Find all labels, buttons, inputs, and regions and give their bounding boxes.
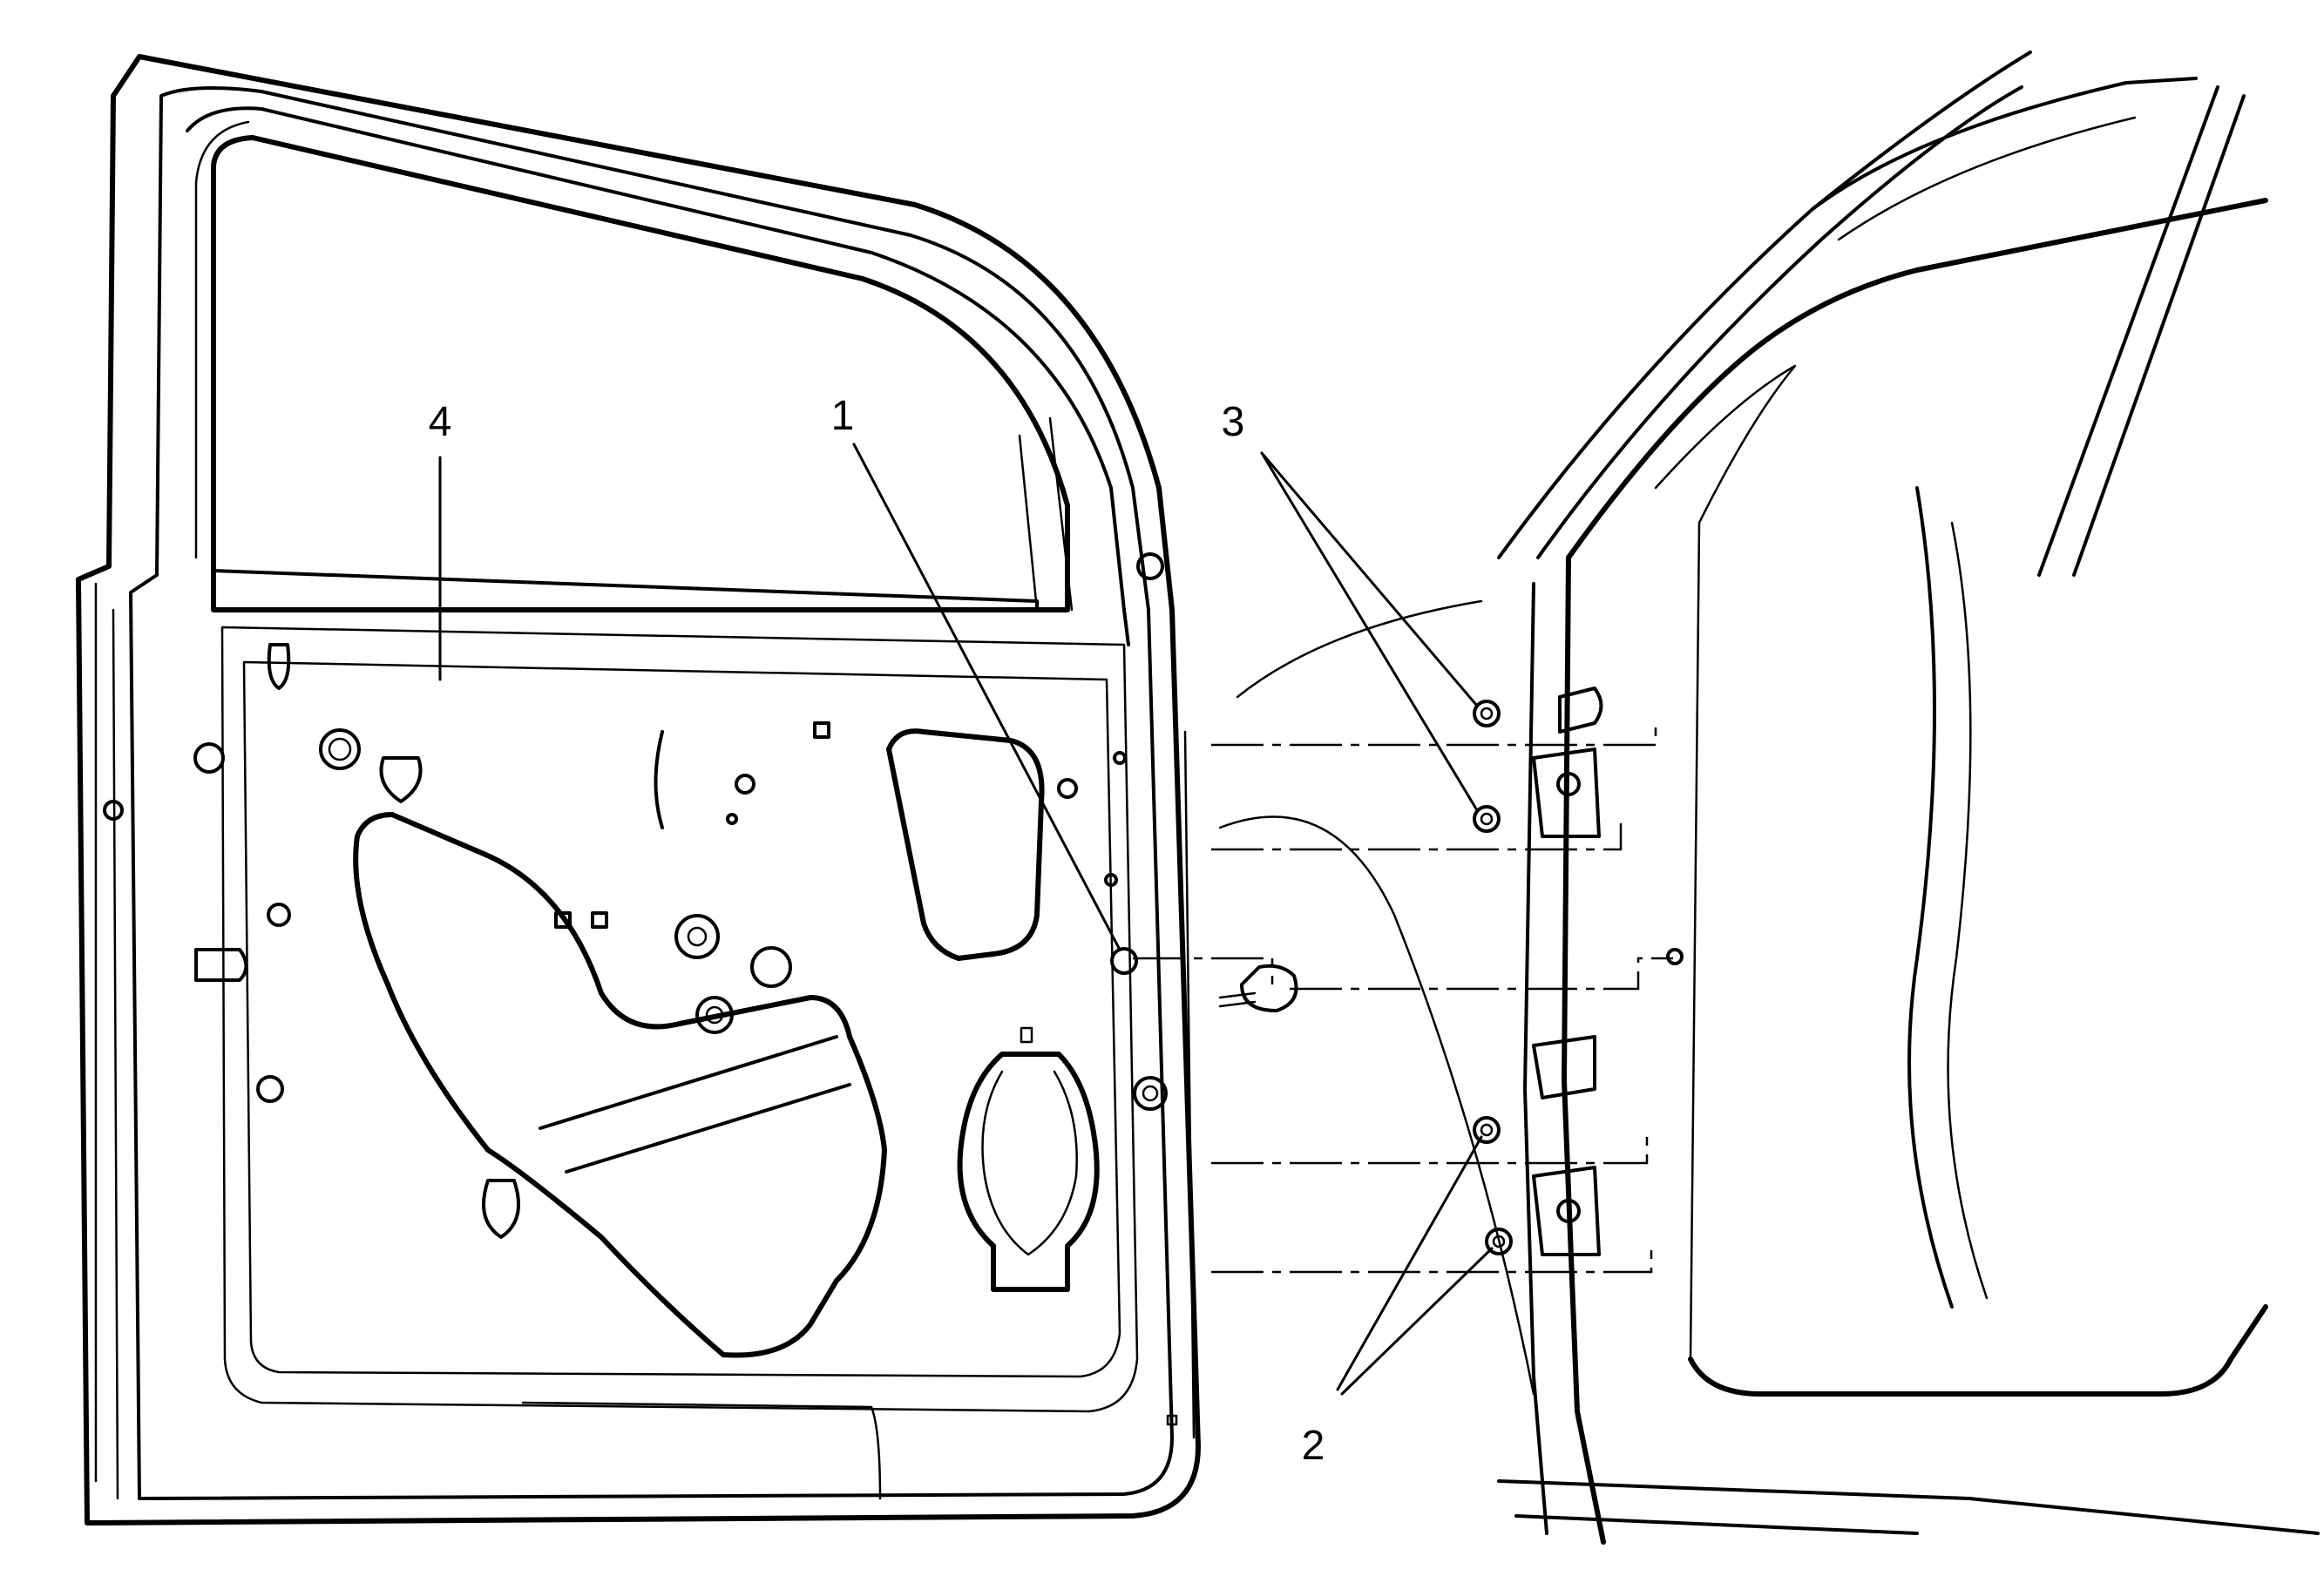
seat-back-inner	[1947, 521, 1989, 1300]
leader-1	[852, 443, 1121, 951]
door-vertical-seam-left	[94, 582, 119, 1500]
callout-2: 2	[1302, 1423, 1325, 1469]
speaker-opening-inner	[981, 1070, 1078, 1256]
window-channel-right	[1018, 416, 1074, 612]
pillar-face-inner	[1654, 364, 1797, 1361]
window-glass-opening	[211, 135, 1070, 612]
speaker-tab	[1020, 1026, 1033, 1044]
leader-2b	[1340, 1247, 1494, 1396]
door-access-opening	[353, 812, 887, 1358]
door-inner-flange	[129, 86, 1174, 1500]
window-belt-line	[212, 569, 1039, 612]
roof-rail-inner	[1837, 116, 2137, 241]
roof-rail	[1811, 77, 2198, 211]
leader-3b	[1260, 451, 1479, 812]
hinge-bolts	[1473, 700, 1684, 1255]
upper-hinge	[1532, 687, 1603, 838]
window-frame-outer	[186, 106, 1130, 646]
body-pillar-assembly	[1218, 51, 2320, 1545]
door-opening-lower	[1688, 1304, 2268, 1397]
door-access-brace	[539, 1035, 851, 1174]
door-check-link	[1110, 947, 1298, 1012]
b-pillar	[2037, 85, 2246, 577]
callout-labels: 1 2 3 4	[429, 393, 1325, 1469]
speaker-opening	[957, 1052, 1100, 1292]
door-inner-panel-step	[242, 660, 1121, 1378]
hinge-pillar-edge	[1523, 582, 1548, 1535]
door-outer-outline	[76, 54, 1201, 1525]
callout-1: 1	[831, 393, 855, 439]
door-inner-panel	[220, 626, 1139, 1413]
callout-leaders	[438, 443, 1494, 1396]
hinge-pillar-face	[1562, 555, 1606, 1545]
lower-hinge	[1532, 1035, 1601, 1256]
rocker-panel	[1497, 1479, 2320, 1535]
leader-3a	[1260, 451, 1479, 707]
alignment-lines	[1133, 727, 1673, 1274]
a-pillar-inner	[1536, 85, 2023, 559]
door-opening-frame	[1566, 198, 2268, 560]
callout-3: 3	[1222, 399, 1245, 445]
fender-curve	[1218, 599, 1535, 1396]
door-lower-contour	[521, 1401, 882, 1500]
check-link-bolt	[1110, 947, 1138, 975]
regulator-opening	[886, 728, 1045, 961]
door-assembly	[76, 54, 1201, 1525]
door-vertical-seam-right	[1183, 730, 1196, 1439]
leader-2a	[1336, 1135, 1483, 1391]
a-pillar-outer	[1497, 51, 2032, 559]
window-channel-left	[194, 120, 250, 559]
seat-back	[1907, 486, 1954, 1309]
callout-4: 4	[429, 399, 452, 445]
door-slots	[194, 643, 1178, 1426]
